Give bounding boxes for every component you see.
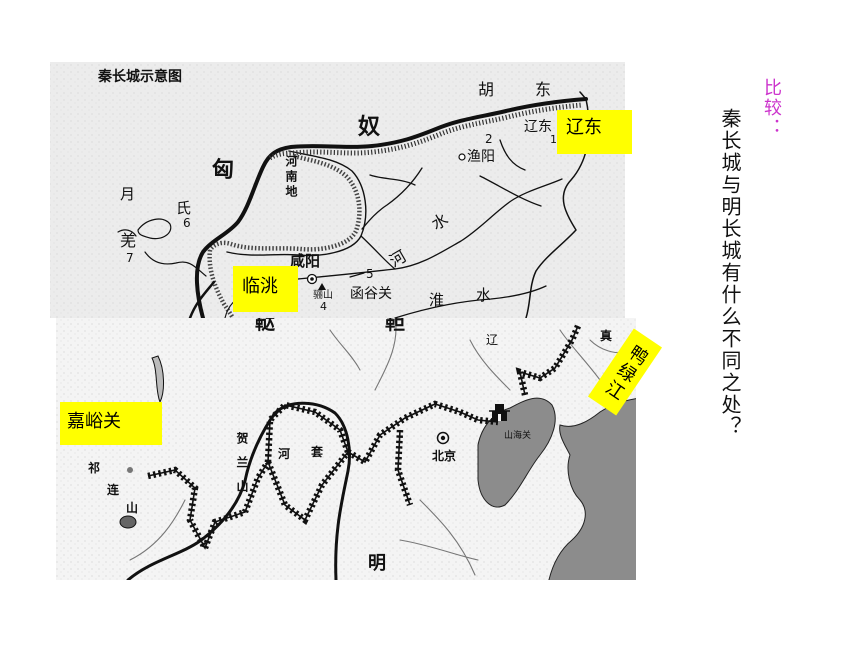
ming-label-liao: 辽 [486, 333, 499, 347]
ming-label-beijing: 北京 [432, 449, 457, 463]
qin-label-yuyang: 渔阳 [467, 149, 495, 165]
qin-label-he-river-shui: 水 [428, 209, 452, 234]
qin-label-hu: 胡 [478, 80, 495, 99]
ming-wall-east-teeth [346, 400, 499, 467]
lake-shape [151, 355, 164, 404]
lishan-mountain-icon [318, 283, 326, 290]
old-wall-line [208, 153, 362, 252]
qin-label-marker-6: 6 [183, 216, 191, 230]
ming-label-qilianshan-lian: 连 [107, 483, 120, 497]
ming-label-hetao-tao: 套 [311, 445, 324, 459]
river-branch-line [361, 167, 423, 230]
yellow-river-loop-line [226, 150, 367, 257]
qin-label-marker-4: 4 [320, 300, 327, 313]
ming-wall-west [147, 461, 269, 550]
beijing-marker-dot [440, 435, 446, 441]
qin-label-nu: 奴 [358, 115, 381, 140]
qin-label-marker-5: 5 [366, 267, 374, 281]
xianyang-marker-dot [310, 277, 314, 281]
qin-map-labels: 秦长城示意图 胡 东 奴 匈 河南地 2 渔阳 辽东 1 月 氏 6 羌 7 咸… [50, 62, 625, 318]
wei-river-line [297, 178, 563, 280]
qin-label-henandi: 河南地 [284, 155, 298, 200]
qin-label-xianyang: 咸阳 [290, 252, 321, 270]
qin-label-huai-river-shui: 水 [476, 286, 492, 304]
lake-shape [127, 467, 133, 473]
qin-label-dong: 东 [535, 80, 552, 99]
river-line [399, 539, 479, 561]
ming-label-ming: 明 [368, 553, 386, 574]
qin-label-marker-7: 7 [126, 251, 134, 265]
tao-river-line [188, 280, 216, 318]
qin-map [50, 62, 625, 318]
river-line [117, 229, 137, 237]
river-line [559, 329, 601, 381]
river-branch-line [479, 175, 542, 207]
qin-label-shi: 氏 [176, 199, 192, 217]
ming-wall-hetao-north [267, 404, 349, 463]
qin-label-hanguguan: 函谷关 [350, 286, 392, 302]
lake-outline [137, 218, 172, 240]
ming-label-shanhaiguan: 山海关 [504, 431, 532, 441]
ming-label-dan: 靼 [385, 318, 405, 334]
ming-label-helanshan: 贺兰山 [235, 432, 249, 504]
qin-label-huai-river-huai: 淮 [429, 291, 445, 309]
river-branch-line [369, 174, 416, 186]
ming-great-wall [147, 324, 581, 556]
river-line [419, 499, 476, 576]
hanguguan-pointer [349, 272, 365, 278]
ming-wall-hetao-south-teeth [264, 449, 351, 525]
callout-liaodong: 辽东 [557, 110, 632, 154]
yellow-river-lower-line [360, 235, 396, 270]
bohai-sea [477, 397, 556, 508]
ming-label-qilianshan-shan: 山 [126, 501, 139, 515]
ming-map [56, 318, 636, 580]
ming-label-zhen: 真 [600, 329, 613, 343]
river-line [469, 339, 511, 391]
yellow-sea [548, 398, 636, 580]
qin-label-liaodong: 辽东 [524, 119, 552, 135]
lintao-wall-line [207, 249, 235, 318]
question-text: 秦长城与明长城有什么不同之处？ [718, 108, 742, 438]
ming-wall-inner-teeth [394, 429, 414, 507]
ming-label-da: 鞑 [255, 318, 275, 334]
qin-label-qiang: 羌 [120, 231, 137, 250]
qin-label-xiong: 匈 [212, 158, 235, 183]
compare-label: 比较： [761, 78, 782, 138]
callout-jiayuguan: 嘉峪关 [60, 402, 162, 445]
river-branch-line [499, 139, 526, 171]
qin-coastline [525, 98, 590, 318]
river-line [129, 499, 186, 561]
qin-map-title: 秦长城示意图 [98, 69, 182, 85]
yuyang-marker [458, 153, 466, 161]
callout-lintao: 临洮 [233, 266, 298, 312]
qin-label-yue: 月 [120, 185, 136, 203]
qin-great-wall-line [194, 97, 588, 318]
ming-wall-liaodong-teeth [515, 324, 581, 396]
ming-map-labels: 鞑 靼 辽 真 贺兰山 河 套 北京 山海关 祁 连 山 明 [56, 318, 636, 580]
river-line [144, 251, 207, 277]
huai-river-line [394, 285, 547, 318]
qin-wall-ladder-line [268, 102, 583, 161]
ming-label-hetao-he: 河 [278, 447, 291, 461]
qin-label-marker-2: 2 [485, 132, 493, 146]
river-line [374, 318, 397, 391]
qin-label-lishan: 骊山 [313, 290, 333, 301]
river-line [329, 329, 361, 371]
ming-label-qilianshan-qi: 祁 [88, 461, 101, 475]
qin-label-he-river-he: 河 [386, 246, 410, 271]
qin-label-marker-1: 1 [550, 133, 557, 146]
shanhaiguan-tower-icon [489, 404, 510, 421]
lake-shape [119, 515, 137, 529]
